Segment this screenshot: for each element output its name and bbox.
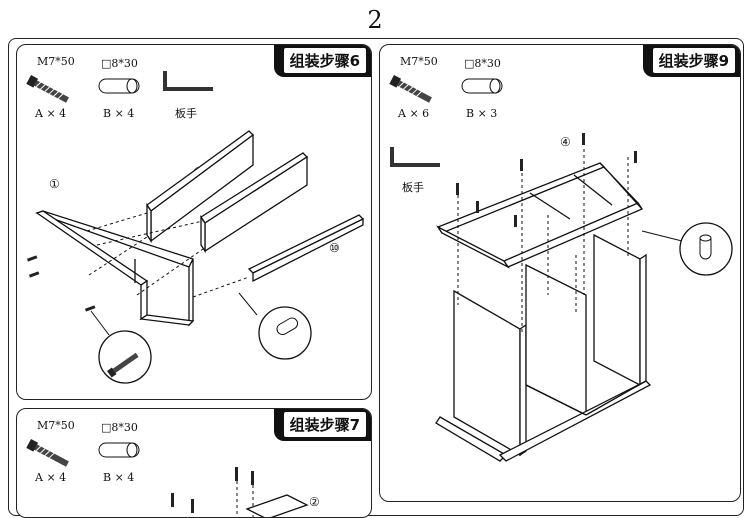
screw-spec-label: M7*50: [37, 55, 75, 68]
page-number: 2: [367, 6, 383, 34]
screw-spec-label: M7*50: [37, 419, 75, 432]
rail-part-10: [247, 214, 365, 283]
dowel-icon: [98, 78, 140, 94]
screw-icon: [456, 133, 637, 227]
dowel-spec-label: □8*30: [101, 421, 138, 434]
screw-count-label: A × 4: [35, 107, 67, 120]
step-9-title: 组装步骤9: [642, 45, 740, 77]
step-9-panel: 组装步骤9 M7*50 □8*30 A × 6 B × 3 板手 ④: [379, 44, 741, 502]
screw-icon: [26, 255, 96, 312]
screw-icon: [171, 467, 254, 513]
part-label-4: ④: [560, 135, 571, 149]
part-label-1: ①: [49, 177, 60, 191]
zoom-circle: [98, 330, 152, 384]
dowel-icon: [276, 317, 299, 336]
dowel-count-label: B × 4: [103, 471, 135, 484]
dowel-icon: [461, 78, 503, 94]
screw-icon: [26, 75, 69, 103]
wrench-icon: [163, 71, 213, 91]
dowel-count-label: B × 4: [103, 107, 135, 120]
board-part-2: [245, 494, 309, 517]
dowel-count-label: B × 3: [466, 107, 498, 120]
screw-count-label: A × 6: [398, 107, 430, 120]
dowel-icon: [98, 442, 140, 458]
dowel-icon: [699, 234, 712, 260]
screw-icon: [26, 439, 69, 467]
cabinet-body: [435, 233, 652, 462]
wrench-label: 板手: [402, 181, 424, 194]
screw-spec-label: M7*50: [400, 55, 438, 68]
wrench-label: 板手: [175, 107, 197, 120]
screw-icon: [389, 75, 432, 103]
board-part-5: [146, 130, 254, 244]
dowel-spec-label: □8*30: [101, 57, 138, 70]
board-part-6: [200, 152, 309, 254]
dowel-spec-label: □8*30: [464, 57, 501, 70]
side-frame-part-1: [35, 210, 195, 327]
step-6-title: 组装步骤6: [273, 45, 371, 77]
screw-icon: [107, 352, 139, 378]
part-label-2: ②: [309, 495, 320, 509]
wrench-icon: [390, 147, 440, 167]
step-7-diagram: [26, 439, 309, 517]
step-7-title: 组装步骤7: [273, 409, 371, 441]
step-6-diagram: [26, 71, 365, 384]
step-9-diagram: [389, 75, 733, 462]
screw-count-label: A × 4: [35, 471, 67, 484]
top-frame-part-4: [436, 162, 643, 269]
step-6-panel: 组装步骤6 M7*50 □8*30 A × 4 B × 4 板手 ① ⑤ ⑥ ⑩: [16, 44, 372, 400]
step-7-panel: 组装步骤7 M7*50 □8*30 A × 4 B × 4 ②: [16, 408, 372, 518]
part-label-10: ⑩: [329, 241, 340, 255]
